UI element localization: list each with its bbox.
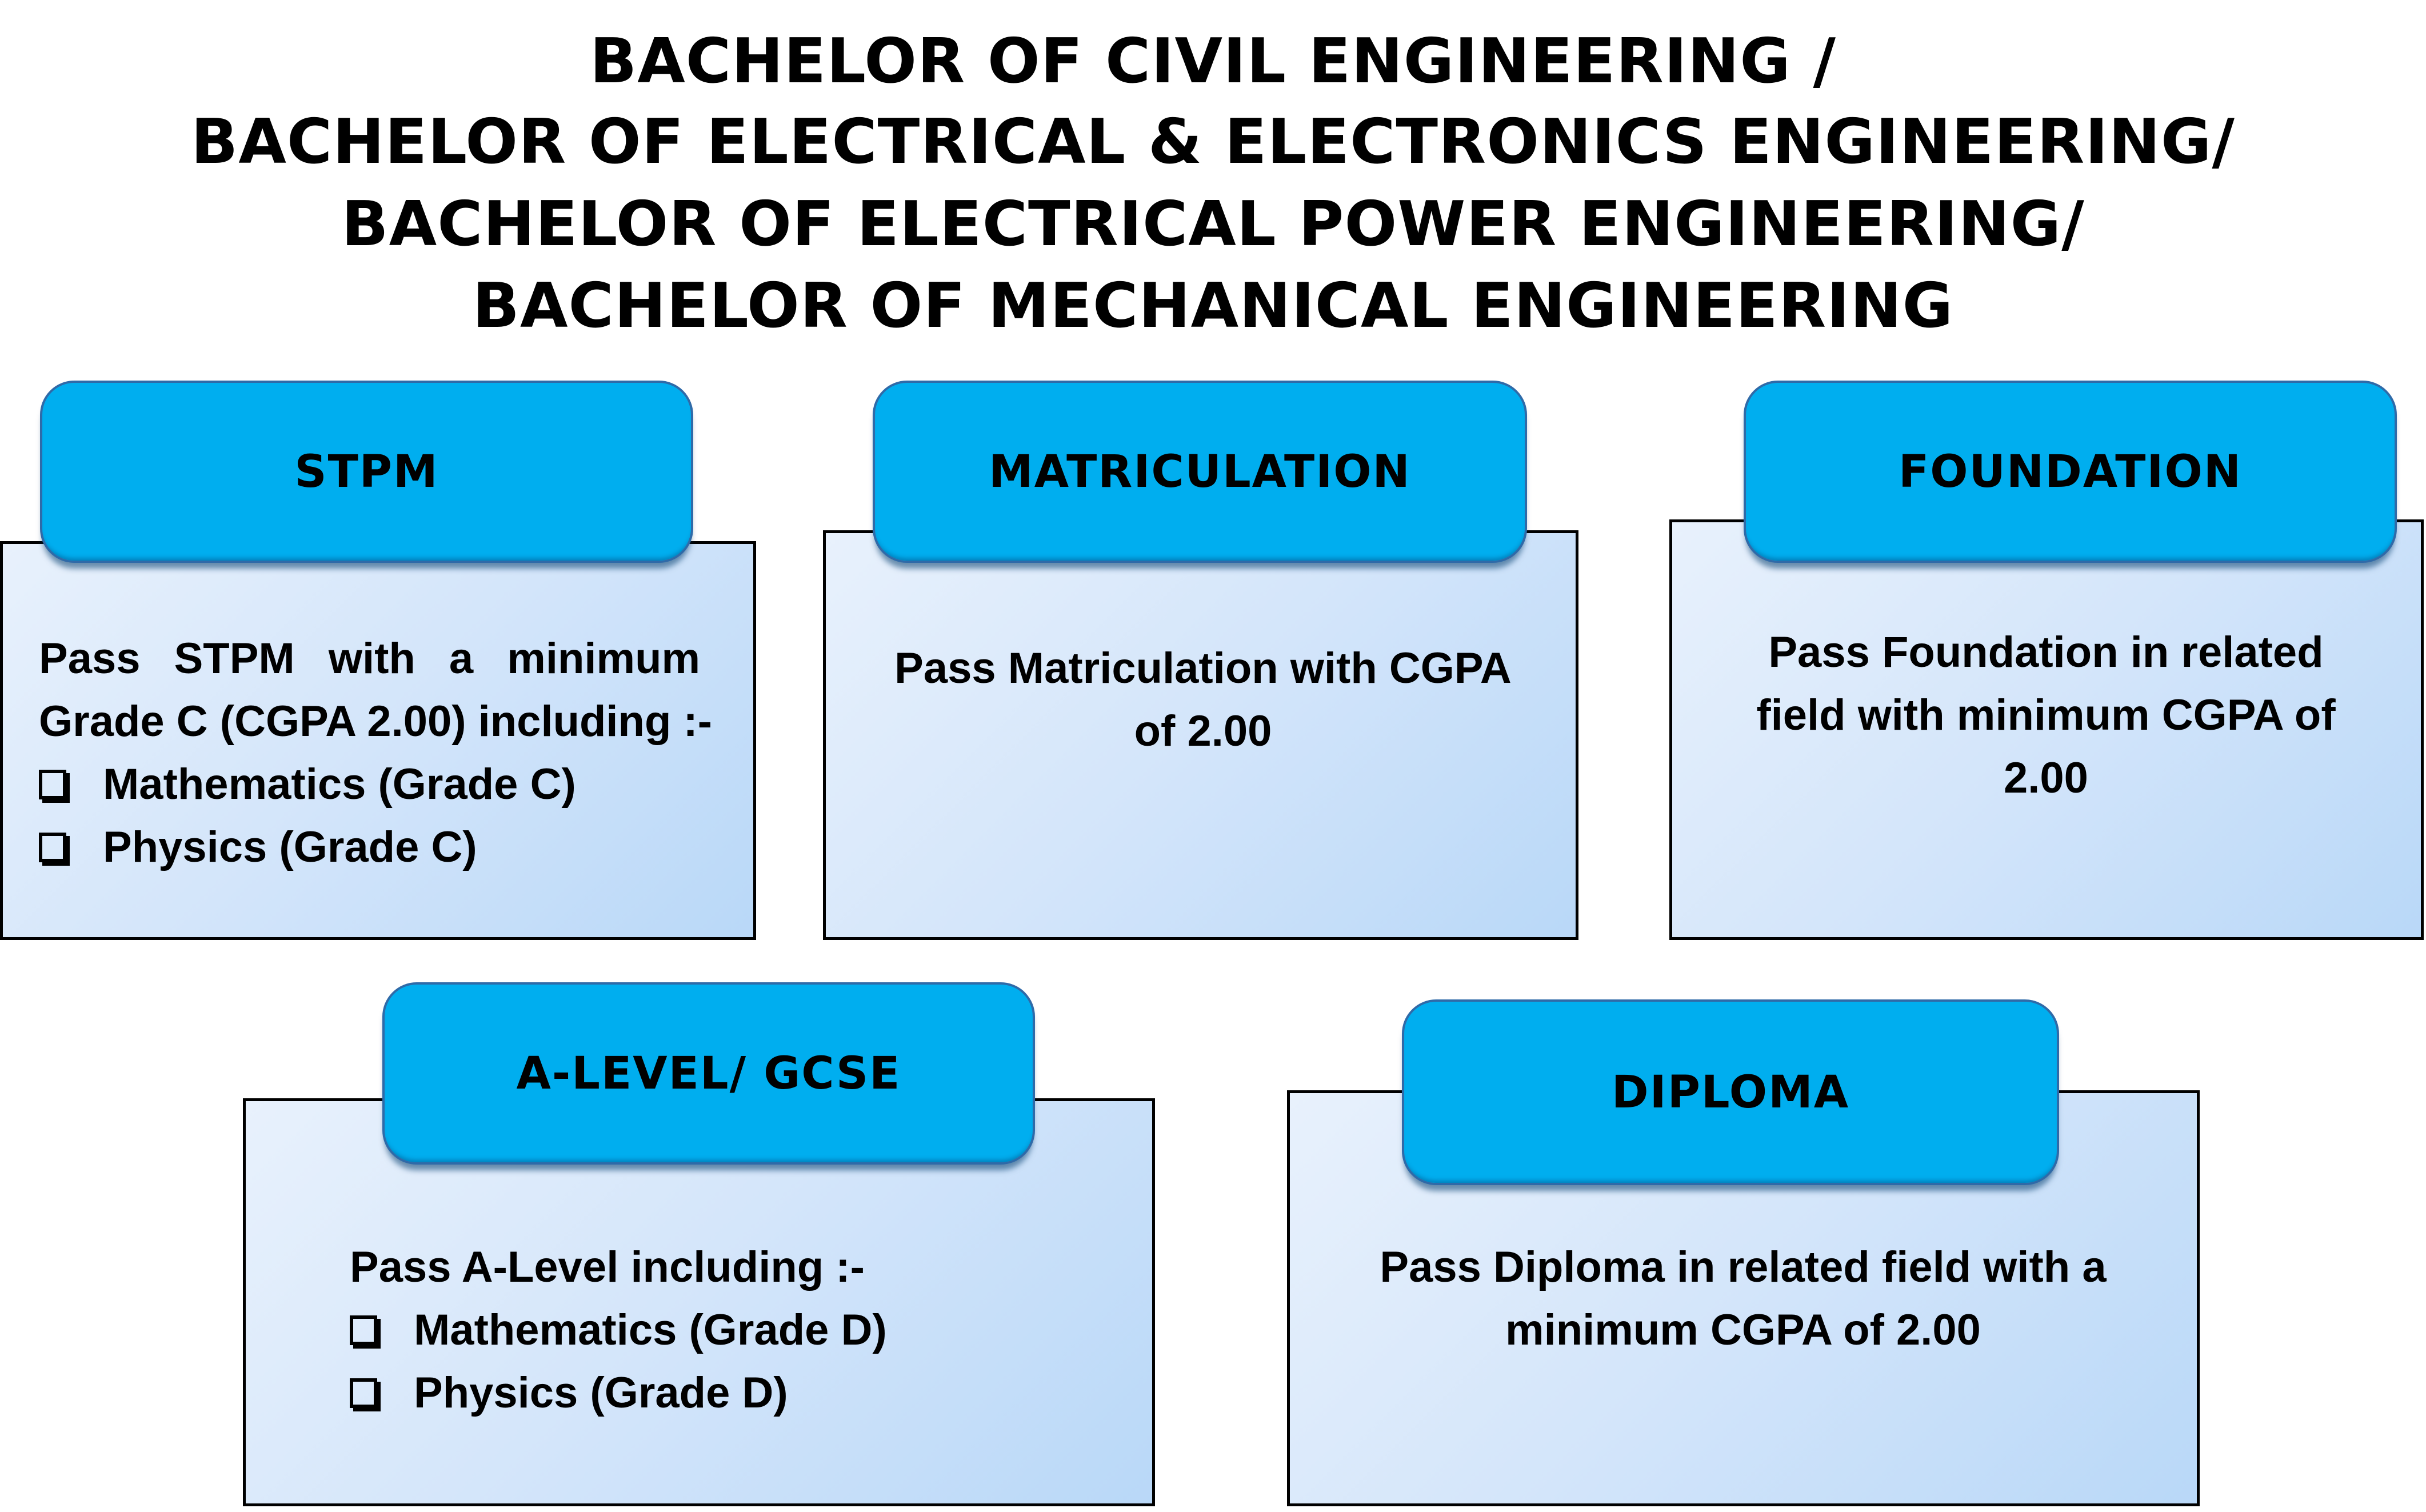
title-line-civil: BACHELOR OF CIVIL ENGINEERING / — [589, 26, 1837, 97]
pathway-label: FOUNDATION — [1898, 446, 2243, 498]
requirement-text-foundation: Pass Foundation in related field with mi… — [1692, 621, 2400, 810]
requirement-box-alevel-gcse — [243, 1098, 1155, 1506]
pathway-label: MATRICULATION — [989, 446, 1411, 498]
requirement-line: Pass Diploma in related field with a — [1380, 1243, 2107, 1291]
requirement-item: Physics (Grade C) — [39, 816, 730, 879]
title-line-electrical-power: BACHELOR OF ELECTRICAL POWER ENGINEERING… — [341, 189, 2085, 260]
checkbox-icon — [350, 1378, 377, 1408]
requirement-box-stpm — [0, 541, 756, 940]
requirement-line: field with minimum CGPA of — [1756, 691, 2336, 739]
requirement-intro-line: Pass STPM with a minimum — [39, 634, 701, 683]
pathway-tab-foundation: FOUNDATION — [1744, 381, 2397, 563]
requirement-intro-line: Grade C (CGPA 2.00) including :- — [39, 697, 713, 746]
requirement-item: Mathematics (Grade D) — [350, 1299, 1093, 1362]
requirement-item-text: Mathematics (Grade D) — [414, 1306, 887, 1354]
title-line-mechanical: BACHELOR OF MECHANICAL ENGINEERING — [472, 270, 1954, 342]
pathway-label: A-LEVEL/ GCSE — [516, 1047, 901, 1099]
checkbox-icon — [350, 1315, 377, 1345]
pathway-label: STPM — [294, 446, 439, 498]
requirement-line: Pass Foundation in related — [1768, 628, 2324, 677]
requirement-line: minimum CGPA of 2.00 — [1505, 1306, 1981, 1354]
requirement-line: 2.00 — [2004, 754, 2088, 802]
pathway-tab-alevel-gcse: A-LEVEL/ GCSE — [382, 982, 1035, 1165]
requirement-intro-line: Pass A-Level including :- — [350, 1243, 865, 1291]
requirement-text-alevel-gcse: Pass A-Level including :- Mathematics (G… — [350, 1236, 1093, 1425]
requirement-box-foundation — [1669, 519, 2424, 940]
requirement-item: Mathematics (Grade C) — [39, 753, 730, 816]
pathway-tab-diploma: DIPLOMA — [1402, 999, 2059, 1185]
checkbox-icon — [39, 833, 66, 862]
requirement-text-diploma: Pass Diploma in related field with a min… — [1309, 1236, 2177, 1362]
checkbox-icon — [39, 770, 66, 799]
requirement-line: of 2.00 — [1134, 707, 1272, 755]
pathway-label: DIPLOMA — [1611, 1066, 1850, 1118]
requirement-line: Pass Matriculation with CGPA — [894, 644, 1512, 693]
requirement-item: Physics (Grade D) — [350, 1362, 1093, 1425]
title-line-electrical-electronics: BACHELOR OF ELECTRICAL & ELECTRONICS ENG… — [191, 106, 2235, 178]
pathway-tab-matriculation: MATRICULATION — [873, 381, 1527, 563]
requirement-text-matriculation: Pass Matriculation with CGPA of 2.00 — [846, 637, 1560, 763]
requirement-item-text: Mathematics (Grade C) — [103, 760, 576, 809]
requirement-item-text: Physics (Grade D) — [414, 1369, 788, 1417]
pathway-tab-stpm: STPM — [40, 381, 693, 563]
requirement-item-text: Physics (Grade C) — [103, 823, 477, 871]
requirement-text-stpm: Pass STPM with a minimum Grade C (CGPA 2… — [39, 627, 730, 879]
requirement-box-matriculation — [823, 530, 1578, 940]
